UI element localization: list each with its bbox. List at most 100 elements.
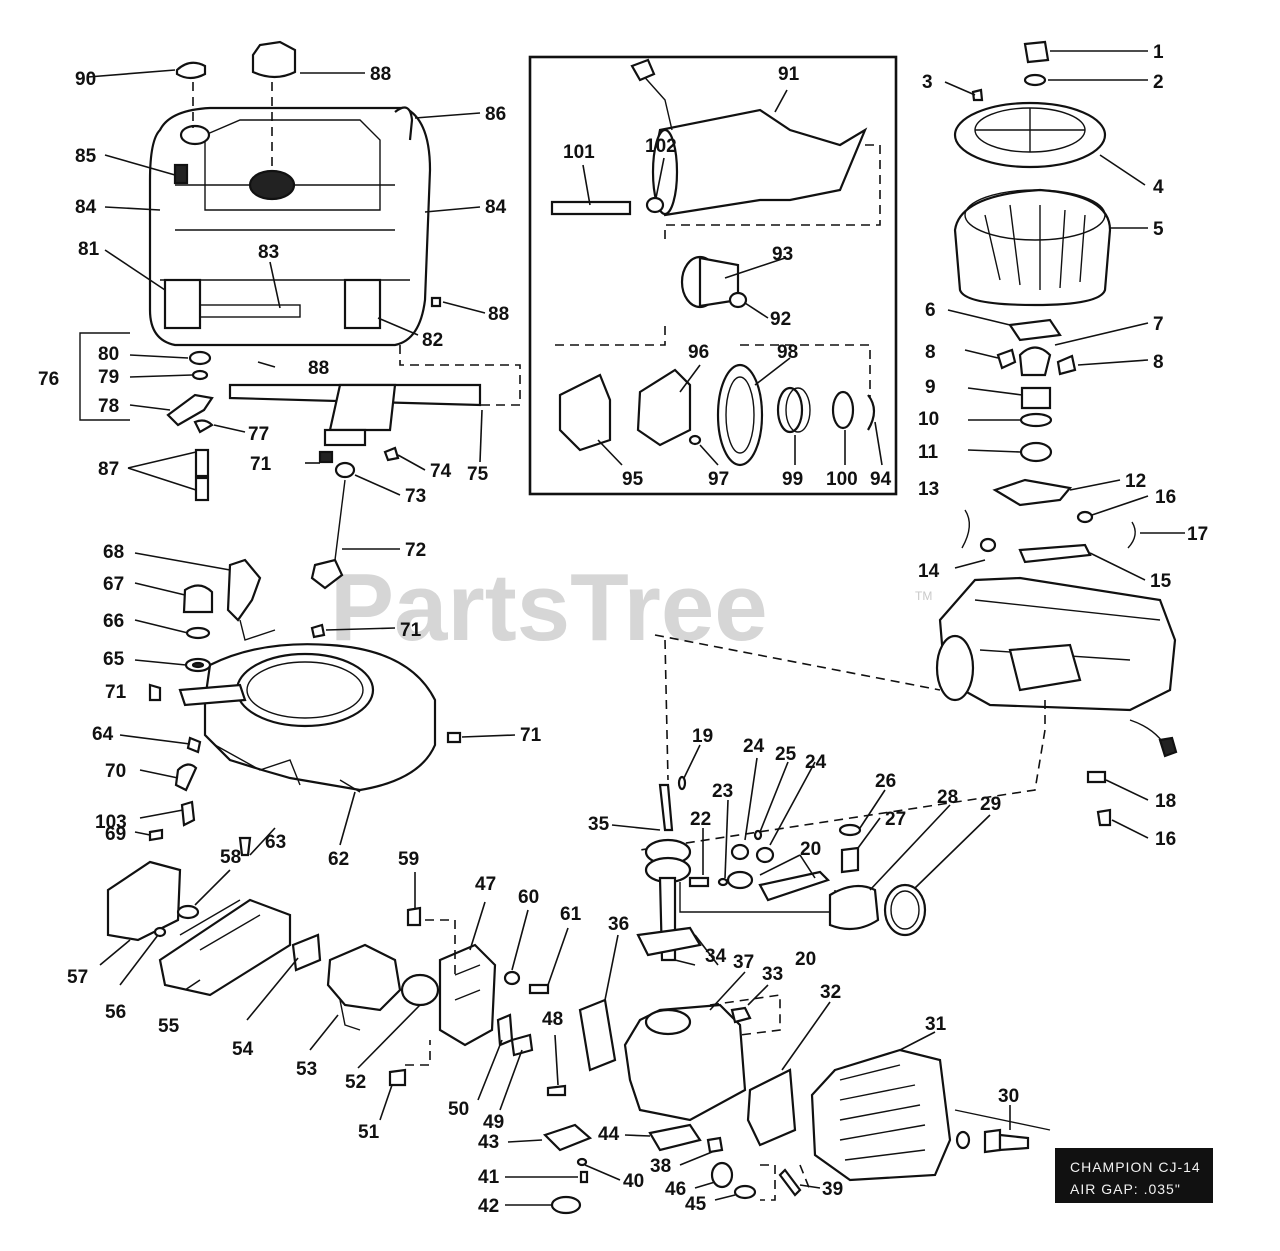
spark-plug-spec-line-1: CHAMPION CJ-14 xyxy=(1070,1159,1201,1175)
part-label: 5 xyxy=(1153,219,1164,240)
part-label: 57 xyxy=(67,967,88,988)
part-label: 72 xyxy=(405,540,426,561)
bracket-screw[interactable] xyxy=(383,446,400,462)
part-label: 68 xyxy=(103,542,124,563)
part-label: 24 xyxy=(805,752,827,773)
part-label: 52 xyxy=(345,1072,366,1093)
driven-gear[interactable] xyxy=(716,363,764,467)
carb-screws[interactable] xyxy=(388,906,567,1097)
spark-plug-spec-line-2: AIR GAP: .035" xyxy=(1070,1181,1181,1197)
connecting-rod-parts[interactable] xyxy=(677,775,831,902)
part-label: 26 xyxy=(875,771,896,792)
part-label: 16 xyxy=(1155,829,1176,850)
part-label: 38 xyxy=(650,1156,671,1177)
part-label: 7 xyxy=(1153,314,1164,335)
starter-bolt-and-washer[interactable] xyxy=(550,196,665,216)
air-cleaner-body[interactable] xyxy=(153,898,292,997)
part-label: 32 xyxy=(820,982,841,1003)
part-label: 56 xyxy=(105,1002,126,1023)
part-label: 36 xyxy=(608,914,629,935)
flywheel[interactable] xyxy=(953,188,1112,307)
part-label: 58 xyxy=(220,847,241,868)
part-label: 25 xyxy=(775,744,797,765)
watermark-text: PartsTree xyxy=(330,554,768,661)
part-label: 103 xyxy=(95,812,127,833)
part-label: 98 xyxy=(777,342,798,363)
lower-parts[interactable] xyxy=(542,1123,811,1215)
recoil-nut-and-washer[interactable] xyxy=(1023,40,1050,87)
part-label: 9 xyxy=(925,377,936,398)
tank-plug[interactable] xyxy=(175,61,207,80)
part-label: 61 xyxy=(560,904,582,925)
reed-plate[interactable] xyxy=(438,943,497,1047)
part-label: 102 xyxy=(645,136,677,157)
crank-guide-line xyxy=(664,639,669,781)
spring-and-clips[interactable] xyxy=(688,386,876,446)
part-label: 45 xyxy=(685,1194,707,1215)
part-label: 93 xyxy=(772,244,793,265)
fuel-hose-parts[interactable] xyxy=(148,736,202,842)
watermark-trademark: TM xyxy=(915,589,932,603)
gear-cover-gasket[interactable] xyxy=(558,373,612,452)
crankcase-cover-magneto[interactable] xyxy=(935,576,1178,827)
part-label: 27 xyxy=(885,809,906,830)
gear-cover[interactable] xyxy=(636,368,692,447)
part-label: 34 xyxy=(705,946,727,967)
part-label: 41 xyxy=(478,1167,500,1188)
part-label: 24 xyxy=(743,736,765,757)
part-label: 55 xyxy=(158,1016,180,1037)
shroud-screws[interactable] xyxy=(148,623,462,857)
carburetor[interactable] xyxy=(326,943,440,1031)
starter-pawls-and-springs[interactable] xyxy=(996,318,1077,463)
part-label: 35 xyxy=(588,814,610,835)
part-label: 50 xyxy=(448,1099,469,1120)
tank-screw[interactable] xyxy=(430,296,442,308)
part-label: 46 xyxy=(665,1179,686,1200)
part-label: 74 xyxy=(430,461,452,482)
tank-bracket[interactable] xyxy=(228,383,482,447)
recoil-starter-cover[interactable] xyxy=(953,88,1107,169)
blower-housing-shroud[interactable] xyxy=(178,643,437,793)
crankcase-block[interactable] xyxy=(578,926,747,1122)
carburetor-gasket[interactable] xyxy=(291,933,322,972)
choke-rod-and-knob[interactable] xyxy=(310,461,356,590)
part-label: 78 xyxy=(98,396,119,417)
part-label: 51 xyxy=(358,1122,380,1143)
fuel-line-fittings[interactable] xyxy=(166,350,214,502)
fuel-tank[interactable] xyxy=(148,106,432,347)
crankcase-guide-lines xyxy=(639,634,1046,851)
piston-assembly[interactable] xyxy=(828,823,927,937)
part-label: 23 xyxy=(712,781,733,802)
part-label: 4 xyxy=(1153,177,1164,198)
starter-motor[interactable] xyxy=(630,58,868,217)
part-label: 84 xyxy=(485,197,507,218)
part-label: 87 xyxy=(98,459,119,480)
part-label: 76 xyxy=(38,369,59,390)
part-label: 13 xyxy=(918,479,939,500)
tank-guide-lines xyxy=(192,82,273,170)
part-label: 48 xyxy=(542,1009,563,1030)
leader-lines xyxy=(87,50,1185,1206)
ignition-bracket-and-springs[interactable] xyxy=(961,478,1136,564)
part-label: 71 xyxy=(400,620,422,641)
part-label: 42 xyxy=(478,1196,499,1217)
part-label: 30 xyxy=(998,1086,1019,1107)
part-label: 71 xyxy=(520,725,542,746)
part-label: 88 xyxy=(308,358,329,379)
cylinder[interactable] xyxy=(730,1006,952,1182)
starter-gear-and-pinion[interactable] xyxy=(680,255,748,309)
part-label: 44 xyxy=(598,1124,620,1145)
air-filter-element[interactable] xyxy=(106,860,182,942)
part-label: 64 xyxy=(92,724,114,745)
part-label: 88 xyxy=(370,64,391,85)
part-label: 84 xyxy=(75,197,97,218)
part-label: 65 xyxy=(103,649,125,670)
fuel-tank-cap[interactable] xyxy=(251,40,297,79)
clip[interactable] xyxy=(318,450,334,464)
spark-plug[interactable] xyxy=(954,1109,1051,1154)
part-label: 77 xyxy=(248,424,269,445)
part-label: 40 xyxy=(623,1171,644,1192)
part-label: 37 xyxy=(733,952,754,973)
part-label: 17 xyxy=(1187,524,1208,545)
